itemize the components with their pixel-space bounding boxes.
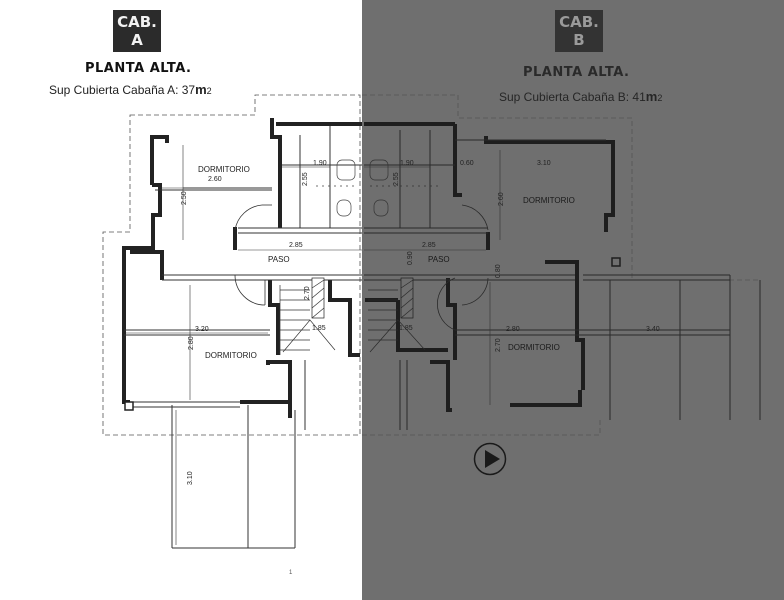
dim-a-260: 2.60 — [208, 176, 222, 183]
room-label-paso-b: PASO — [428, 255, 450, 264]
dim-a-280: 2.80 — [188, 336, 195, 350]
roof-outline — [102, 94, 760, 436]
dim-b-080: 0.80 — [495, 264, 502, 278]
thin-lines-cabin-a — [124, 126, 362, 549]
cabin-b-subtitle-text: Sup Cubierta Cabaña B: 41 — [499, 90, 646, 104]
dim-a-255: 2.55 — [302, 172, 309, 186]
dim-b-185: 1.85 — [399, 325, 413, 332]
dim-b-060: 0.60 — [460, 160, 474, 167]
cabin-a-badge-line2: A — [131, 31, 143, 49]
room-label-dorm-a-bottom: DORMITORIO — [205, 351, 257, 360]
room-label-dorm-b-bottom: DORMITORIO — [508, 343, 560, 352]
walls-cabin-a — [122, 118, 362, 418]
dim-b-285: 2.85 — [422, 242, 436, 249]
room-label-dorm-a-top: DORMITORIO — [198, 165, 250, 174]
dim-a-320: 3.20 — [195, 326, 209, 333]
dim-a-190: 1.90 — [313, 160, 327, 167]
cabin-b-subtitle-unit: m — [645, 89, 658, 104]
dim-b-255: 2.55 — [393, 172, 400, 186]
cabin-b-badge-line2: B — [573, 31, 585, 49]
cabin-b-subtitle-sup: 2 — [657, 93, 663, 103]
play-icon[interactable] — [473, 442, 507, 476]
room-label-paso-a: PASO — [268, 255, 290, 264]
column-marker-a — [124, 401, 134, 411]
cabin-a-title: PLANTA ALTA. — [85, 61, 192, 76]
cabin-b-shaded-panel — [362, 0, 784, 600]
door-swings-cabin-a — [234, 204, 272, 306]
dim-b-090: 0.90 — [407, 251, 414, 265]
dim-b-340: 3.40 — [646, 326, 660, 333]
dim-a-250: 2.50 — [181, 191, 188, 205]
cabin-a-badge-line1: CAB. — [117, 13, 157, 31]
column-marker-b — [611, 257, 621, 267]
bathroom-fixtures-a — [316, 159, 356, 217]
room-label-dorm-b-top: DORMITORIO — [523, 196, 575, 205]
dim-b-270: 2.70 — [495, 338, 502, 352]
thin-lines-cabin-b — [364, 130, 761, 430]
cabin-a-subtitle-text: Sup Cubierta Cabaña A: 37 — [49, 83, 196, 97]
cabin-b-subtitle: Sup Cubierta Cabaña B: 41m2 — [499, 89, 662, 104]
dim-a-185: 1.85 — [312, 325, 326, 332]
cabin-a-subtitle: Sup Cubierta Cabaña A: 37m2 — [49, 82, 212, 97]
cabin-b-badge: CAB. B — [555, 10, 603, 52]
walls-cabin-b — [364, 122, 615, 412]
cabin-a-badge: CAB. A — [113, 10, 161, 52]
cabin-b-title: PLANTA ALTA. — [523, 65, 630, 80]
cabin-b-badge-line1: CAB. — [559, 13, 599, 31]
dim-a-310: 3.10 — [187, 471, 194, 485]
door-swings-cabin-b — [436, 204, 489, 331]
dimension-lines — [126, 139, 606, 545]
dim-b-190: 1.90 — [400, 160, 414, 167]
bathroom-fixtures-b — [369, 159, 440, 217]
dim-b-280: 2.80 — [506, 326, 520, 333]
stairs-cabin-a — [279, 277, 336, 355]
dim-a-285: 2.85 — [289, 242, 303, 249]
cabin-a-subtitle-unit: m — [195, 82, 207, 97]
cabin-a-subtitle-sup: 2 — [206, 86, 212, 96]
dim-b-310: 3.10 — [537, 160, 551, 167]
dim-b-260: 2.60 — [498, 192, 505, 206]
stairs-cabin-b — [368, 277, 426, 353]
dim-a-270: 2.70 — [304, 286, 311, 300]
page-number: 1 — [289, 570, 293, 576]
